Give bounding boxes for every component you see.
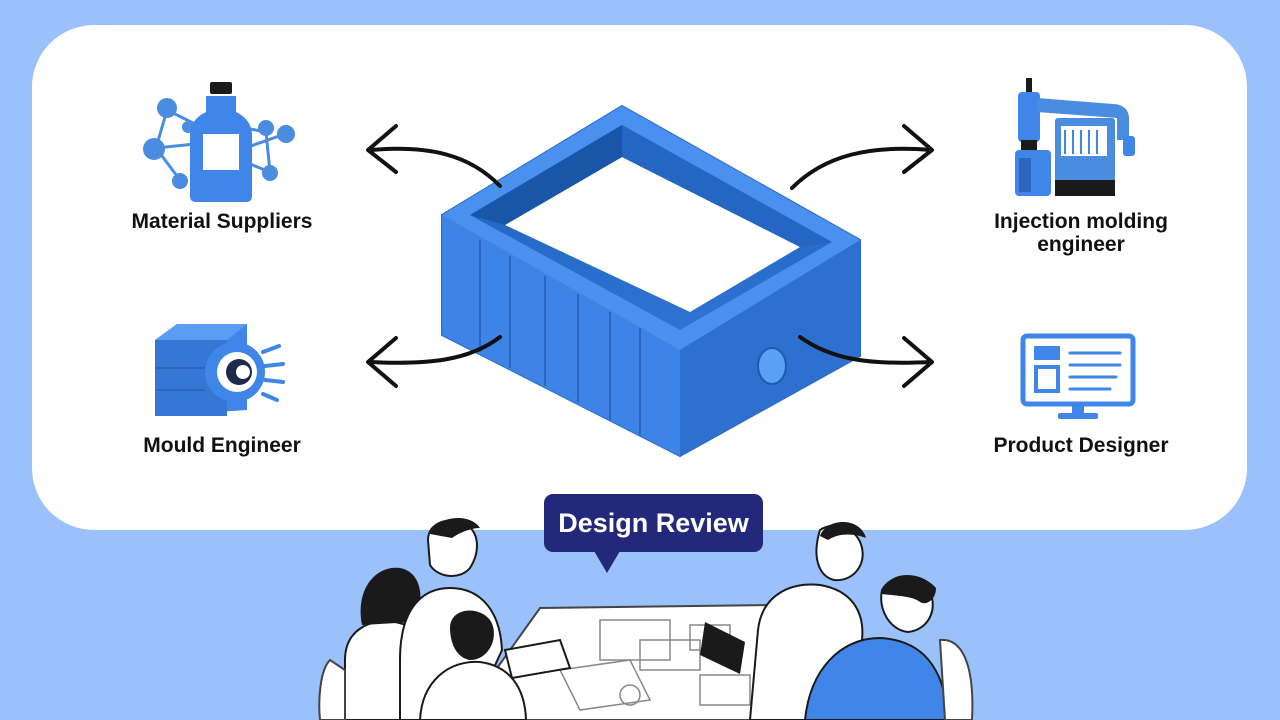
bottle-molecule-icon bbox=[143, 82, 295, 202]
label-injection-molding-engineer: Injection molding engineer bbox=[976, 210, 1186, 256]
arrow-to-injection-engineer bbox=[790, 124, 934, 190]
injection-machine-icon bbox=[1015, 78, 1135, 196]
design-review-meeting-illustration bbox=[318, 517, 974, 720]
label-product-designer: Product Designer bbox=[993, 434, 1169, 457]
arrow-to-product-designer bbox=[798, 335, 934, 388]
mould-block-icon bbox=[155, 324, 285, 416]
arrow-to-material-suppliers bbox=[366, 124, 502, 188]
design-review-callout-tail bbox=[594, 551, 620, 573]
label-material-suppliers: Material Suppliers bbox=[131, 210, 313, 233]
label-injection-line-1: Injection molding bbox=[994, 210, 1168, 233]
plastic-part-icon bbox=[441, 104, 861, 458]
label-mould-engineer: Mould Engineer bbox=[143, 434, 301, 457]
arrow-to-mould-engineer bbox=[366, 335, 502, 388]
design-review-callout: Design Review bbox=[544, 494, 763, 552]
monitor-layout-icon bbox=[1020, 333, 1136, 419]
label-injection-line-2: engineer bbox=[1037, 233, 1125, 256]
